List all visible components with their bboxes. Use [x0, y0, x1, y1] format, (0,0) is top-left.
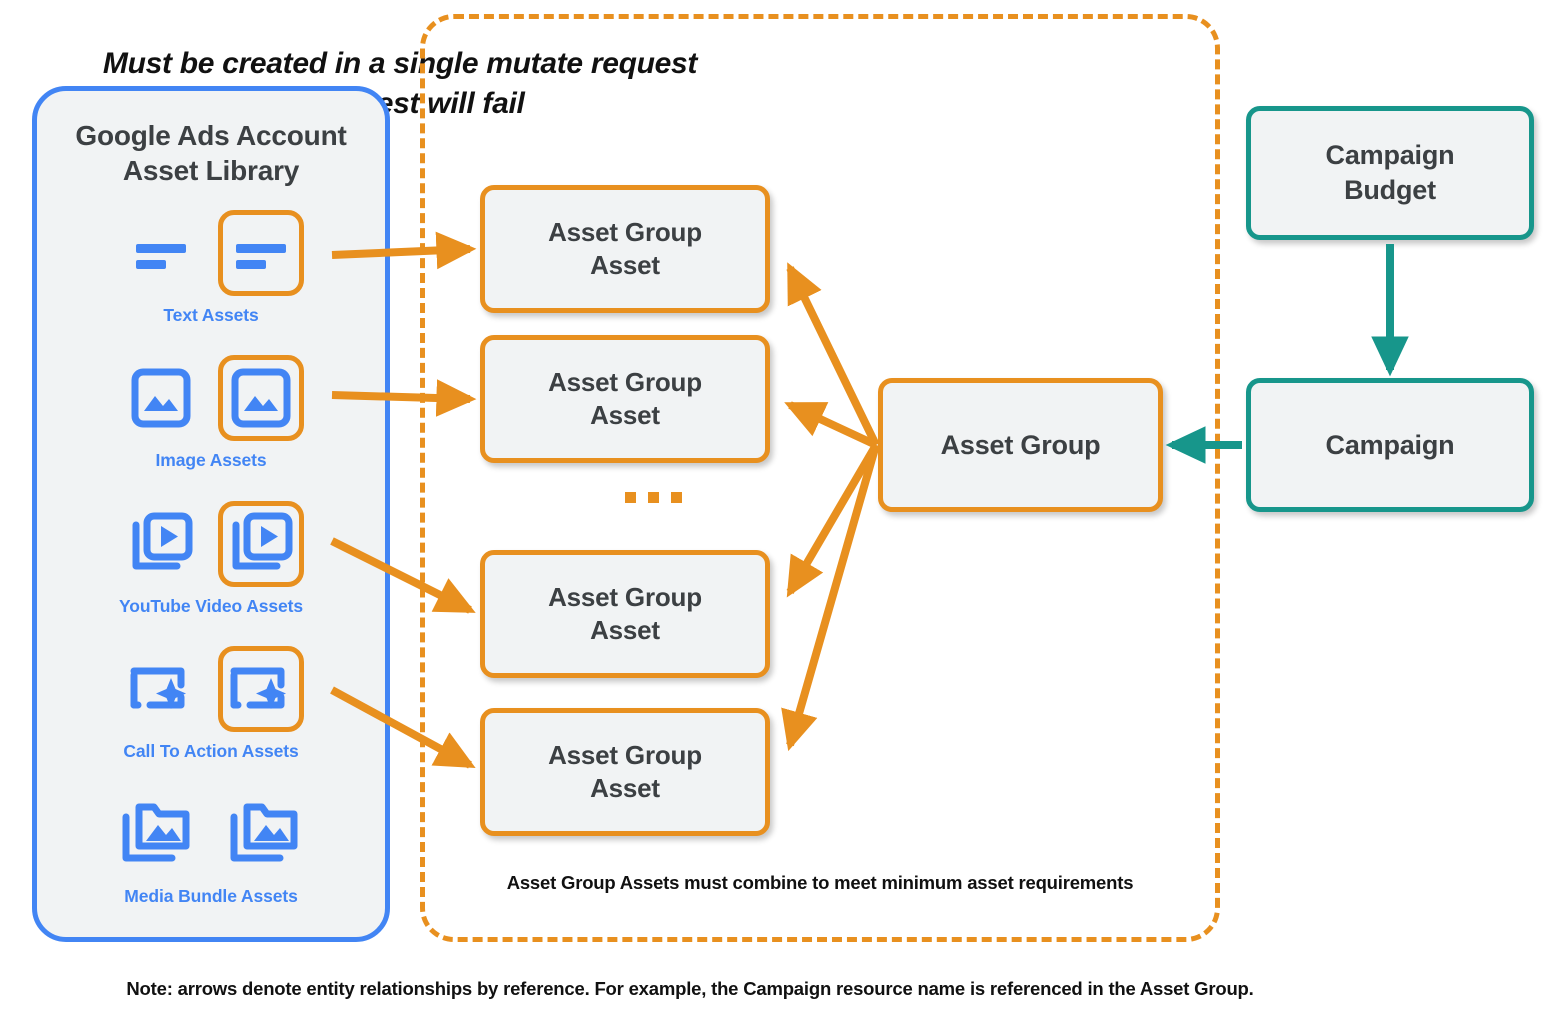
aga-line1-1: Asset Group: [548, 216, 702, 247]
image-icon-highlighted[interactable]: [218, 355, 304, 441]
asset-group-label: Asset Group: [940, 429, 1101, 460]
campaign-budget-label: Campaign Budget: [1326, 138, 1455, 207]
aga-line1-2: Asset Group: [548, 366, 702, 397]
asset-library-title: Google Ads Account Asset Library: [37, 119, 385, 188]
aga-line1-3: Asset Group: [548, 581, 702, 612]
text-lines-icon: [118, 210, 204, 296]
folder-image-icon-2: [222, 791, 308, 877]
text-lines-icon-highlighted[interactable]: [218, 210, 304, 296]
asset-row-media-bundle: Media Bundle Assets: [37, 786, 385, 907]
asset-group-box[interactable]: Asset Group: [878, 378, 1163, 512]
asset-group-asset-box-2[interactable]: Asset Group Asset: [480, 335, 770, 463]
campaign-budget-line2: Budget: [1344, 175, 1436, 205]
mutate-request-container: [420, 14, 1220, 942]
asset-row-label-text: Text Assets: [163, 305, 259, 325]
asset-library-panel: Google Ads Account Asset Library: [32, 86, 390, 942]
asset-library-title-line-1: Google Ads Account: [75, 120, 347, 151]
asset-row-label-image: Image Assets: [155, 450, 267, 470]
cta-sparkle-icon-highlighted[interactable]: [218, 646, 304, 732]
aga-line2-4: Asset: [590, 773, 660, 803]
video-stack-icon-highlighted[interactable]: [218, 501, 304, 587]
asset-group-asset-box-4[interactable]: Asset Group Asset: [480, 708, 770, 836]
asset-row-text: Text Assets: [37, 205, 385, 326]
asset-group-asset-label-2: Asset Group Asset: [548, 366, 702, 433]
aga-line1-4: Asset Group: [548, 739, 702, 770]
aga-line2-2: Asset: [590, 400, 660, 430]
asset-row-image: Image Assets: [37, 350, 385, 471]
asset-group-asset-box-3[interactable]: Asset Group Asset: [480, 550, 770, 678]
asset-row-label-video: YouTube Video Assets: [118, 596, 304, 616]
cta-sparkle-icon: [118, 646, 204, 732]
campaign-budget-box[interactable]: Campaign Budget: [1246, 106, 1534, 240]
asset-group-asset-box-1[interactable]: Asset Group Asset: [480, 185, 770, 313]
diagram-note: Note: arrows denote entity relationships…: [126, 978, 1254, 999]
aga-line2-1: Asset: [590, 250, 660, 280]
asset-row-label-media-bundle: Media Bundle Assets: [124, 886, 298, 906]
campaign-label: Campaign: [1325, 429, 1455, 460]
mutate-heading-line-1: Must be created in a single mutate reque…: [102, 47, 698, 80]
campaign-box[interactable]: Campaign: [1246, 378, 1534, 512]
asset-row-cta: Call To Action Assets: [37, 641, 385, 762]
asset-library-title-line-2: Asset Library: [122, 154, 300, 186]
asset-group-asset-label-4: Asset Group Asset: [548, 739, 702, 806]
aga-line2-3: Asset: [590, 615, 660, 645]
folder-image-icon: [114, 791, 200, 877]
asset-group-asset-label-1: Asset Group Asset: [548, 216, 702, 283]
ellipsis-dot-2: [648, 492, 659, 503]
asset-row-video: YouTube Video Assets: [37, 496, 385, 617]
campaign-budget-line1: Campaign: [1325, 140, 1455, 171]
video-stack-icon: [118, 501, 204, 587]
ellipsis-dot-1: [625, 492, 636, 503]
ellipsis-dot-3: [671, 492, 682, 503]
asset-row-label-cta: Call To Action Assets: [123, 741, 299, 761]
asset-group-asset-label-3: Asset Group Asset: [548, 581, 702, 648]
image-icon: [118, 355, 204, 441]
ellipsis-indicator: [625, 492, 682, 503]
